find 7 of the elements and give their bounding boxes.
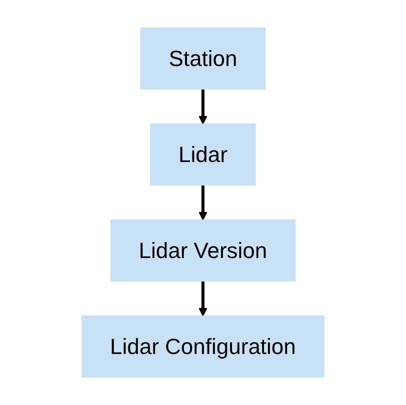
node-box: Lidar Version (110, 220, 296, 282)
arrow (198, 89, 208, 124)
arrow (198, 281, 208, 316)
node-box: Station (140, 28, 266, 90)
node-box: Lidar (150, 124, 256, 186)
arrow (198, 185, 208, 220)
node-box: Lidar Configuration (82, 316, 324, 378)
